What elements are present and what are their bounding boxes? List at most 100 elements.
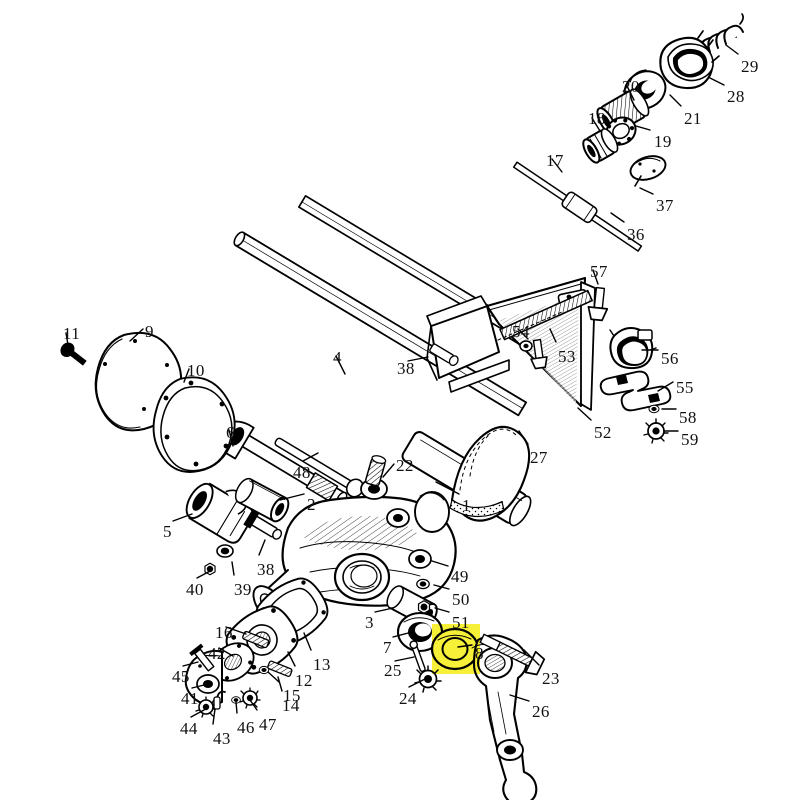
leader-line-2 [279,493,305,501]
callout-number-13: 13 [313,655,331,674]
leader-line-18 [591,117,601,132]
leader-line-45 [182,661,199,667]
part-28-end-cap [659,30,720,90]
leader-line-36 [610,212,625,223]
part-47-nut [239,687,261,709]
part-15-washer [258,665,270,675]
leader-line-16 [225,626,247,635]
part-10-gasket [152,376,236,473]
part-6-control-lever [218,420,365,506]
part-57-bolt [587,286,609,322]
leader-line-38b [258,539,266,556]
callout-number-6: 6 [226,423,235,442]
callout-number-5: 5 [163,522,172,541]
callout-number-21: 21 [684,109,702,128]
leader-line-6 [228,429,234,447]
part-8-rocker-shaft-washer [430,627,480,671]
callout-number-10: 10 [187,361,205,380]
callout-number-20: 20 [622,77,640,96]
leader-line-52 [577,407,592,421]
callout-number-16: 16 [215,623,233,642]
part-56-clamp-ring [609,327,657,370]
leader-line-38 [407,356,429,362]
leader-line-46 [235,701,238,714]
leader-line-50 [433,584,450,590]
callout-number-14: 14 [282,696,300,715]
part-55-clamp-strap [599,370,672,412]
leader-line-7 [392,631,413,638]
leader-line-28 [709,77,725,86]
leader-line-41 [191,683,209,689]
part-59-nut [643,418,669,444]
callout-number-48: 48 [293,463,311,482]
callout-number-26: 26 [532,702,550,721]
callout-number-56: 56 [661,349,679,368]
callout-number-42: 42 [208,644,226,663]
part-45-bolt [189,643,215,672]
leader-line-22 [382,463,395,478]
part-27-boot [449,425,531,522]
part-50-washer [416,578,430,590]
leader-line-23 [523,649,540,666]
part-25-split-pin [409,640,426,672]
leader-line-12 [287,651,296,667]
leader-line-13 [303,632,312,651]
callout-number-24: 24 [399,689,417,708]
leader-line-5 [172,513,193,522]
part-38-grease-nipple-left [243,509,283,540]
leader-line-24 [408,678,426,688]
leader-line-51 [434,607,450,613]
callout-number-22: 22 [396,456,414,475]
part-37-knob [629,155,667,187]
leader-line-20 [626,85,635,101]
callout-number-28: 28 [727,87,745,106]
leader-line-37 [639,187,654,195]
leader-line-57 [592,269,599,285]
callout-number-47: 47 [259,715,277,734]
leader-line-25 [394,656,415,662]
leader-line-48 [302,452,319,462]
callout-number-1: 1 [462,496,471,515]
leader-line-11 [65,332,69,346]
callout-number-15: 15 [283,686,301,705]
leader-line-27 [518,430,529,445]
part-24-castle-nut [414,665,442,693]
callout-number-9: 9 [145,322,154,341]
callout-number-49: 49 [451,567,469,586]
leader-line-29 [725,44,739,55]
callout-number-27: 27 [530,448,548,467]
part-43-stud [213,690,226,710]
leader-line-9 [129,328,144,342]
part-58-washer [648,404,660,414]
leader-line-26 [509,694,530,702]
callout-number-54: 54 [512,322,530,341]
callout-number-45: 45 [172,667,190,686]
callout-number-36: 36 [627,225,645,244]
callout-number-29: 29 [741,57,759,76]
leader-line-19 [635,125,651,131]
callout-number-51: 51 [452,613,470,632]
part-51-nut [417,600,431,614]
callout-number-39: 39 [234,580,252,599]
callout-leader-lines [65,44,739,725]
leader-line-14 [277,676,283,692]
part-48-cross-pin [274,437,365,498]
callout-number-58: 58 [679,408,697,427]
callout-number-50: 50 [452,590,470,609]
callout-number-7: 7 [383,638,392,657]
leader-line-54 [517,328,529,340]
callout-number-38: 38 [397,359,415,378]
part-18-race-cup [582,128,619,164]
leader-line-39 [231,561,235,576]
leader-line-17 [551,158,563,173]
part-23-pinch-bolt [479,633,546,676]
callout-number-18: 18 [588,109,606,128]
part-22-stud [364,455,387,487]
callout-number-55: 55 [676,378,694,397]
part-54-bolt [519,338,548,370]
callout-number-53: 53 [558,347,576,366]
part-38-grease-nipple-centre [429,343,459,367]
leader-line-10 [183,368,190,383]
